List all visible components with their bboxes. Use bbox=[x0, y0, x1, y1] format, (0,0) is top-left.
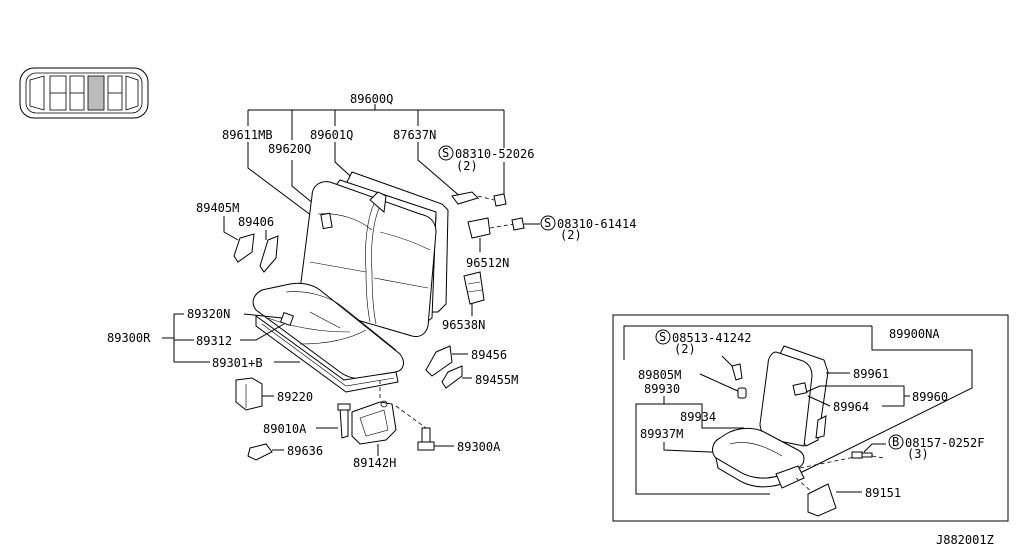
vehicle-thumbnail bbox=[19, 67, 149, 119]
bracket-89600Q bbox=[247, 104, 505, 148]
qty-41242: (2) bbox=[674, 342, 696, 356]
screw-symbol-letter-3: S bbox=[659, 330, 666, 344]
leader-89960-bottom bbox=[882, 396, 905, 407]
label-89010A: 89010A bbox=[263, 422, 307, 436]
part-89405M bbox=[233, 233, 255, 263]
label-89636: 89636 bbox=[287, 444, 323, 458]
label-89151: 89151 bbox=[865, 486, 901, 500]
label-89934: 89934 bbox=[680, 410, 716, 424]
inset-frame bbox=[612, 314, 1009, 522]
label-08157-0252F: 08157-0252F bbox=[905, 436, 984, 450]
bolt-symbol-0252F: B bbox=[888, 434, 904, 450]
label-89456: 89456 bbox=[471, 348, 507, 362]
inset-bracket-89900NA bbox=[623, 325, 973, 479]
screw-symbol-52026: S bbox=[438, 145, 454, 161]
bracket-89300R bbox=[162, 313, 210, 363]
label-08310-52026: 08310-52026 bbox=[455, 147, 534, 161]
label-96512N: 96512N bbox=[466, 256, 509, 270]
screw-symbol-41242: S bbox=[655, 329, 671, 345]
bench-seat-cushion bbox=[252, 282, 404, 393]
drawing-id: J882001Z bbox=[936, 533, 994, 547]
label-89142H: 89142H bbox=[353, 456, 396, 470]
leader-89805M bbox=[699, 373, 741, 393]
label-89300R: 89300R bbox=[107, 331, 151, 345]
screw-symbol-61414: S bbox=[540, 215, 556, 231]
screw-symbol-letter: S bbox=[442, 146, 449, 160]
qty-61414: (2) bbox=[560, 228, 582, 242]
label-89964: 89964 bbox=[833, 400, 869, 414]
leader-89405M bbox=[223, 216, 239, 241]
label-89405M: 89405M bbox=[196, 201, 239, 215]
part-89010A-head bbox=[337, 403, 351, 411]
jump-seat bbox=[712, 345, 861, 493]
label-08310-61414: 08310-61414 bbox=[557, 217, 636, 231]
qty-0252F: (3) bbox=[907, 447, 929, 461]
label-89961: 89961 bbox=[853, 367, 889, 381]
label-89900NA: 89900NA bbox=[889, 327, 940, 341]
leader-89320N bbox=[243, 313, 283, 319]
label-89601Q: 89601Q bbox=[310, 128, 353, 142]
label-96538N: 96538N bbox=[442, 318, 485, 332]
label-89406: 89406 bbox=[238, 215, 274, 229]
leader-0252F bbox=[863, 443, 886, 453]
label-89301B: 89301+B bbox=[212, 356, 263, 370]
screw-41242 bbox=[731, 363, 743, 381]
label-87637N: 87637N bbox=[393, 128, 436, 142]
label-89620Q: 89620Q bbox=[268, 142, 311, 156]
leader-89964 bbox=[807, 395, 831, 407]
part-89300A bbox=[417, 427, 435, 451]
part-89220 bbox=[235, 377, 263, 411]
bolt-0252F bbox=[851, 451, 885, 459]
part-89406 bbox=[259, 235, 279, 273]
label-89611MB: 89611MB bbox=[222, 128, 273, 142]
leader-89960-top bbox=[805, 385, 905, 396]
label-89455M: 89455M bbox=[475, 373, 518, 387]
part-89456 bbox=[425, 345, 453, 377]
label-89220: 89220 bbox=[277, 390, 313, 404]
part-89805M bbox=[737, 387, 747, 399]
part-89636 bbox=[247, 443, 273, 461]
part-89455M bbox=[441, 365, 463, 389]
label-89300A: 89300A bbox=[457, 440, 501, 454]
label-89320N: 89320N bbox=[187, 307, 230, 321]
bolt-symbol-letter: B bbox=[892, 435, 899, 449]
label-89600Q: 89600Q bbox=[350, 92, 393, 106]
part-89142H bbox=[351, 380, 427, 445]
label-89960: 89960 bbox=[912, 390, 948, 404]
part-89151 bbox=[807, 483, 837, 517]
part-89010A bbox=[339, 405, 349, 439]
hinge-parts bbox=[451, 191, 525, 305]
label-89805M: 89805M bbox=[638, 368, 681, 382]
label-89937M: 89937M bbox=[640, 427, 683, 441]
screw-symbol-letter-2: S bbox=[544, 216, 551, 230]
label-89930: 89930 bbox=[644, 382, 680, 396]
label-08513-41242: 08513-41242 bbox=[672, 331, 751, 345]
qty-52026: (2) bbox=[456, 159, 478, 173]
leader-89312 bbox=[240, 323, 285, 341]
bench-seatback bbox=[299, 171, 449, 337]
label-89312: 89312 bbox=[196, 334, 232, 348]
